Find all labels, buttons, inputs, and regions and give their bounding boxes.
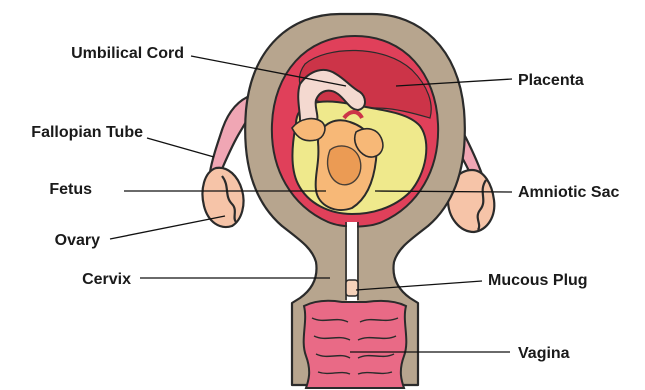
label-placenta: Placenta	[518, 72, 584, 89]
left-ovary	[203, 168, 244, 227]
label-fetus: Fetus	[49, 181, 92, 198]
mucous-plug	[346, 280, 358, 296]
fetus-head-curl	[328, 146, 361, 185]
label-cervix: Cervix	[82, 271, 131, 288]
leader-fallopian-tube	[147, 138, 214, 157]
label-umbilical-cord: Umbilical Cord	[71, 45, 184, 62]
label-ovary: Ovary	[55, 232, 100, 249]
label-fallopian-tube: Fallopian Tube	[31, 124, 143, 141]
vagina	[304, 301, 407, 388]
label-mucous-plug: Mucous Plug	[488, 272, 588, 289]
label-amniotic-sac: Amniotic Sac	[518, 184, 619, 201]
label-vagina: Vagina	[518, 345, 570, 362]
leader-ovary	[110, 216, 225, 239]
